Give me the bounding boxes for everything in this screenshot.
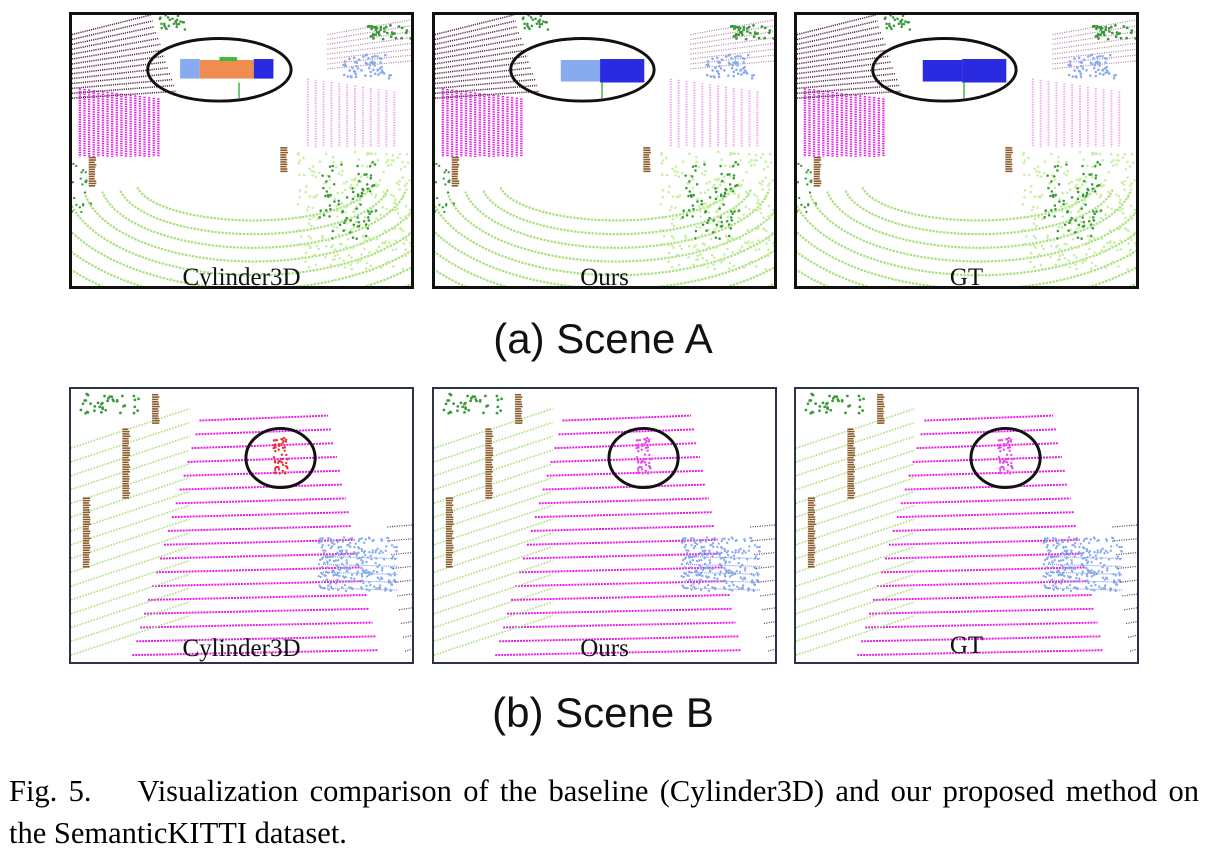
scene-b-caption: (b) Scene B — [492, 689, 714, 736]
scene-b-gt-panel: GT — [794, 387, 1139, 664]
scene-a-ours-panel: Ours — [432, 12, 777, 289]
point-cloud-image — [796, 392, 1137, 657]
scene-a-caption: (a) Scene A — [493, 315, 713, 362]
panel-label: Ours — [580, 635, 629, 662]
figure-caption: Fig. 5.Visualization comparison of the b… — [9, 770, 1199, 854]
point-cloud-image — [434, 392, 775, 657]
figure-caption-text: Visualization comparison of the baseline… — [9, 774, 1200, 850]
scene-b-ours-panel: Ours — [432, 387, 777, 664]
panel-label: Cylinder3D — [182, 264, 301, 289]
point-cloud-image — [435, 15, 774, 286]
panel-label: GT — [949, 264, 984, 289]
point-cloud-image — [72, 15, 411, 286]
panel-label: Ours — [580, 264, 629, 289]
scene-b-cylinder3d-panel: Cylinder3D — [69, 387, 414, 664]
scene-a-gt-panel: GT — [794, 12, 1139, 289]
point-cloud-image — [71, 392, 412, 657]
panel-label: GT — [949, 632, 984, 659]
figure-number: Fig. 5. — [9, 774, 92, 808]
point-cloud-image — [797, 15, 1136, 286]
scene-a-cylinder3d-panel: Cylinder3D — [69, 12, 414, 289]
panel-label: Cylinder3D — [182, 635, 301, 662]
